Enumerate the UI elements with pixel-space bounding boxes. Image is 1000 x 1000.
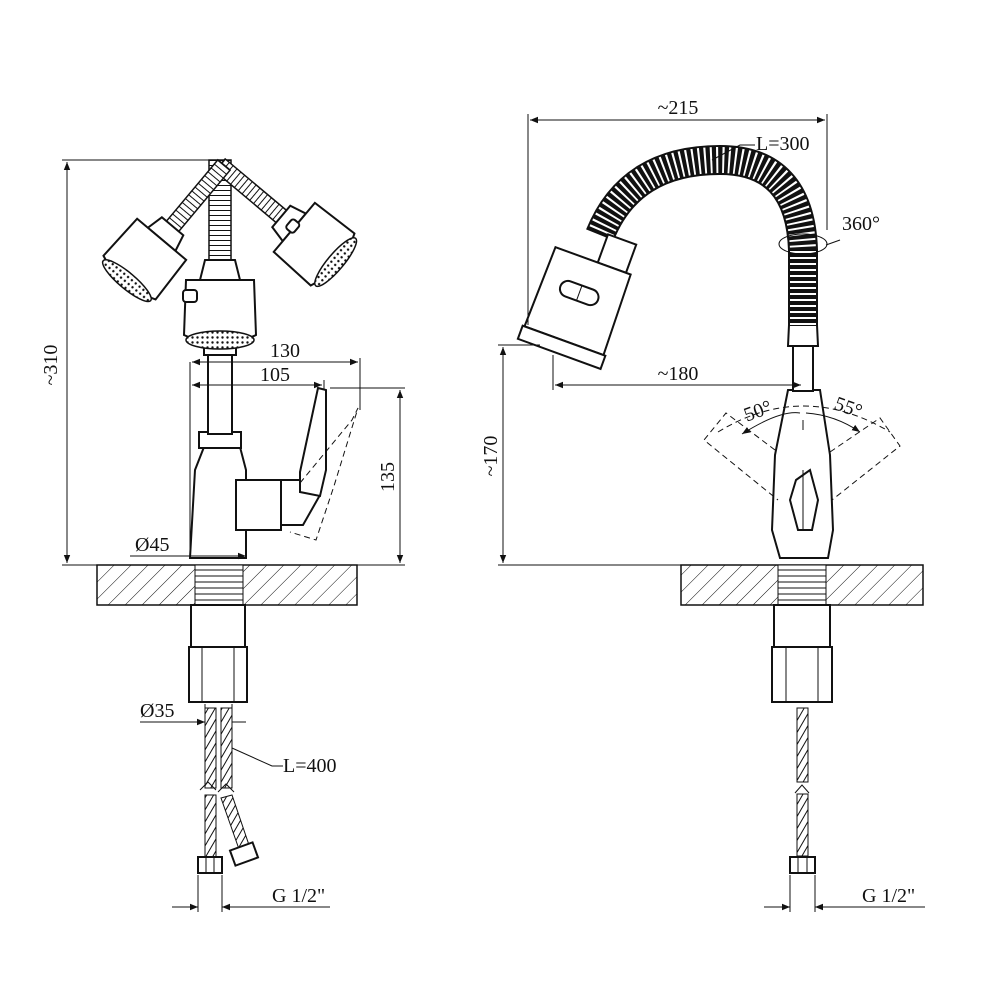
hose-left-b xyxy=(220,707,233,789)
dim-thread-right: G 1/2" xyxy=(862,885,915,907)
dim-nut-diameter: Ø35 xyxy=(140,700,174,722)
lever-left xyxy=(299,386,327,498)
dim-width: ~215 xyxy=(658,97,699,119)
dim-lever-height: 135 xyxy=(377,462,399,492)
hose-fitting-left-a xyxy=(197,856,223,874)
dim-angle-right: 55° xyxy=(831,393,865,423)
spout-riser-left xyxy=(207,349,233,435)
mount-shank-right xyxy=(773,604,831,648)
hose-right xyxy=(796,707,809,783)
flexible-spout xyxy=(586,144,818,325)
hose-left-a xyxy=(204,707,217,789)
left-view: ~310 130 105 135 Ø45 Ø35 L=400 G 1/2" xyxy=(40,157,405,912)
right-view: 50° 55° 360° ~215 L=300 ~180 xyxy=(480,97,925,912)
mount-nut-right xyxy=(771,646,833,703)
dim-spout-reach: 105 xyxy=(260,364,290,386)
dim-base-diameter: Ø45 xyxy=(135,534,169,556)
dim-left-height: ~310 xyxy=(40,345,62,386)
dim-hose-length-left: L=400 xyxy=(283,755,337,777)
dim-height: ~170 xyxy=(480,436,502,477)
dim-thread-left: G 1/2" xyxy=(272,885,325,907)
hose-fitting-left-b xyxy=(228,841,260,867)
dim-angle-left: 50° xyxy=(741,396,775,426)
hose-fitting-right xyxy=(789,856,816,874)
mount-shank-left xyxy=(190,604,246,648)
dim-rotation: 360° xyxy=(842,213,880,235)
dim-spout-length: L=300 xyxy=(756,133,810,155)
spout-riser-right xyxy=(792,344,814,392)
dim-reach: ~180 xyxy=(658,363,699,385)
dim-handle-reach: 130 xyxy=(270,340,300,362)
mount-nut-left xyxy=(188,646,248,703)
